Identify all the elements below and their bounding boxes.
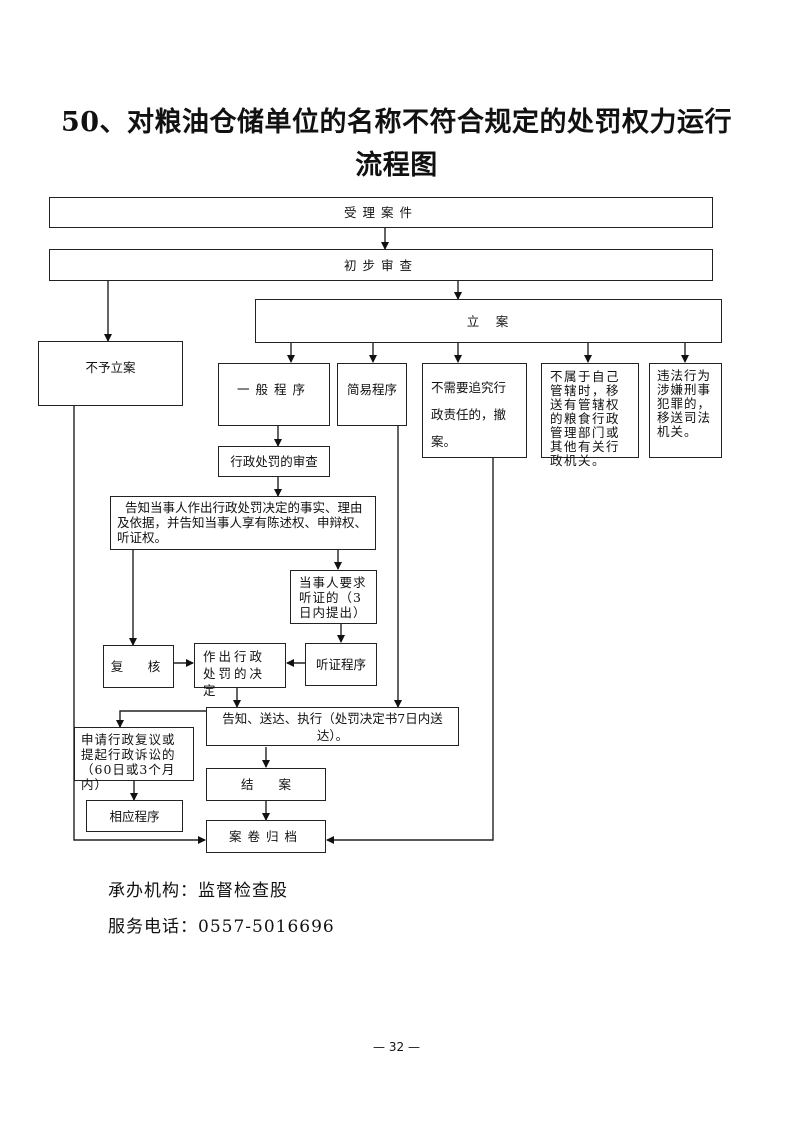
node-criminal-transfer: 违法行为涉嫌刑事犯罪的，移送司法机关。 — [649, 363, 722, 458]
organizer-label: 承办机构： — [108, 881, 198, 901]
node-close-case: 结 案 — [206, 768, 326, 801]
node-penalty-review: 行政处罚的审查 — [218, 446, 330, 477]
node-preliminary-review: 初步审查 — [49, 249, 713, 281]
node-no-filing: 不予立案 — [38, 341, 183, 406]
node-corresponding-procedure: 相应程序 — [86, 800, 183, 832]
node-archive: 案卷归档 — [206, 820, 326, 853]
node-hearing-request: 当事人要求听证的（3日内提出） — [290, 570, 377, 624]
node-deliver-execute: 告知、送达、执行（处罚决定书7日内送达）。 — [206, 707, 459, 746]
phone-line: 服务电话：0557-5016696 — [108, 912, 335, 937]
organizer-value: 监督检查股 — [198, 881, 288, 901]
node-notify-facts: 告知当事人作出行政处罚决定的事实、理由及依据，并告知当事人享有陈述权、申辩权、听… — [110, 496, 376, 550]
node-accept-case: 受理案件 — [49, 197, 713, 228]
organizer-line: 承办机构：监督检查股 — [108, 876, 288, 901]
page-title-line1: 50、对粮油仓储单位的名称不符合规定的处罚权力运行 — [60, 107, 733, 138]
node-make-decision: 作出行政处罚的决定 — [194, 643, 286, 698]
node-not-jurisdiction: 不属于自己管辖时，移送有管辖权的粮食行政管理部门或其他有关行政机关。 — [541, 363, 639, 468]
node-no-liability: 不需要追究行政责任的，撤案。 — [422, 363, 527, 458]
phone-value: 0557-5016696 — [198, 917, 335, 937]
node-simple-procedure: 简易程序 — [337, 363, 407, 426]
node-file-case: 立 案 — [255, 299, 722, 343]
node-general-procedure: 一般程序 — [218, 363, 330, 426]
node-recheck: 复 核 — [103, 645, 174, 688]
page-number: — 32 — — [373, 1040, 420, 1054]
phone-label: 服务电话： — [108, 917, 198, 937]
node-hearing-procedure: 听证程序 — [305, 643, 377, 686]
arrow-deliver-to-appeal — [116, 710, 206, 728]
page-title-line2: 流程图 — [355, 150, 438, 181]
node-appeal: 申请行政复议或提起行政诉讼的（60日或3个月内） — [74, 727, 194, 792]
